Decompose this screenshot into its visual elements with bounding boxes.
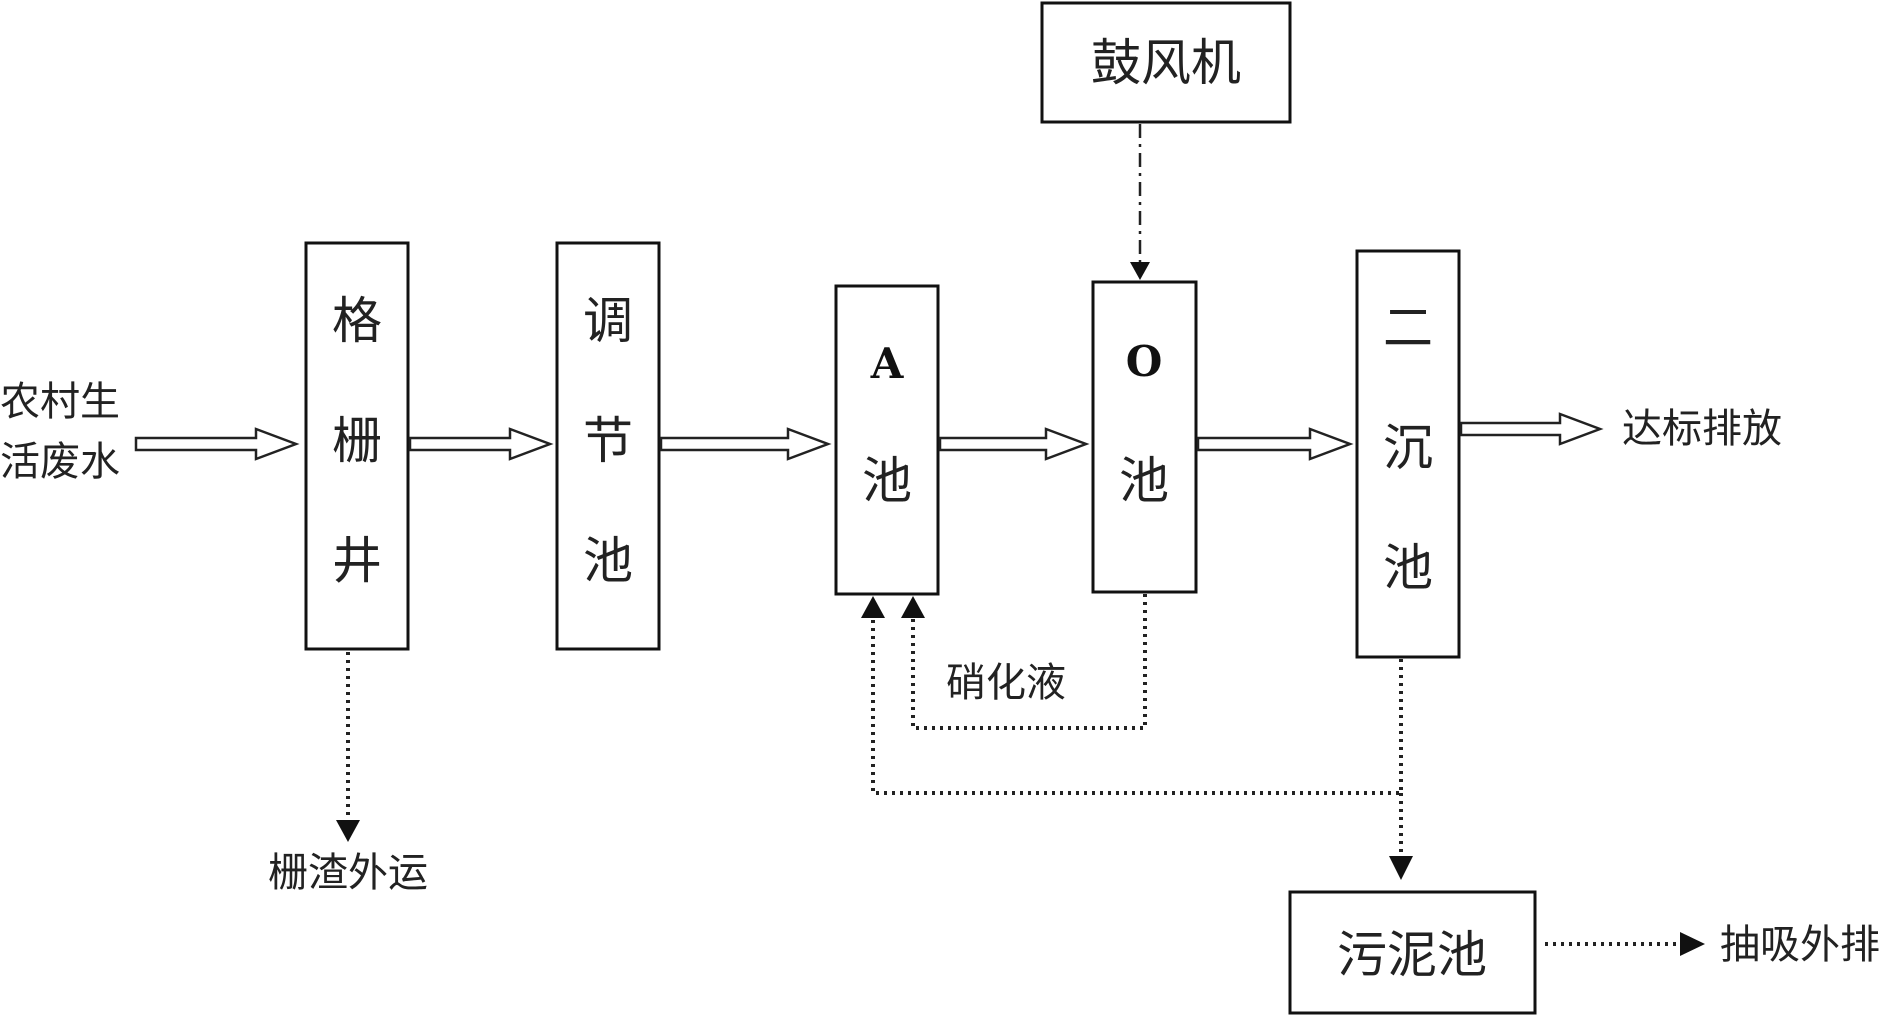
sludge-tank-box [1288, 890, 1537, 1015]
nitrified-liquid-arrowhead [901, 596, 925, 618]
discharge-label: 达标排放 [1622, 406, 1782, 452]
flow-arrow-adjust-to-a [659, 427, 832, 461]
sludge-return-line [871, 618, 1403, 795]
flow-arrow-a-to-o [938, 427, 1090, 461]
nitrified-liquid-label: 硝化液 [946, 660, 1066, 706]
a-tank-letter: A [870, 339, 905, 388]
sludge-tank-label: 污泥池 [1337, 926, 1487, 984]
adjust-tank-char-2: 节 [583, 412, 633, 470]
secondary-settling-char-3: 池 [1383, 539, 1433, 597]
sludge-to-tank-arrowhead [1389, 856, 1413, 880]
screenings-arrowhead [336, 820, 360, 842]
flow-arrow-input-to-grille [134, 427, 300, 461]
o-tank-pool-char: 池 [1119, 452, 1169, 510]
nitrified-liquid-recycle-line [911, 594, 1147, 730]
screenings-removal-label: 栅渣外运 [268, 850, 428, 896]
sludge-return-arrowhead [861, 596, 885, 618]
air-supply-arrowhead [1130, 262, 1150, 280]
adjust-tank-char-1: 调 [583, 292, 633, 350]
flow-arrow-o-to-settling [1196, 427, 1354, 461]
secondary-settling-char-1: 二 [1383, 299, 1433, 357]
grille-well-char-1: 格 [332, 292, 382, 350]
input-label-line-1: 农村生 [0, 379, 120, 425]
adjust-tank-box [555, 241, 661, 651]
blower-box [1040, 1, 1292, 124]
adjust-tank-char-3: 池 [583, 532, 633, 590]
secondary-settling-char-2: 沉 [1383, 419, 1433, 477]
flow-arrow-settling-to-discharge [1459, 412, 1604, 446]
a-tank-pool-char: 池 [862, 452, 912, 510]
o-tank-box [1091, 280, 1198, 594]
input-label-line-2: 活废水 [0, 439, 120, 485]
suction-discharge-label: 抽吸外排 [1720, 922, 1880, 968]
suction-discharge-arrowhead [1680, 932, 1705, 956]
grille-well-char-3: 井 [332, 532, 382, 590]
blower-label: 鼓风机 [1091, 34, 1241, 92]
o-tank-letter: O [1126, 337, 1163, 386]
secondary-settling-box [1355, 249, 1461, 659]
grille-well-box [304, 241, 410, 651]
flow-arrow-grille-to-adjust [408, 427, 554, 461]
grille-well-char-2: 栅 [332, 412, 382, 470]
a-tank-box [834, 284, 940, 596]
